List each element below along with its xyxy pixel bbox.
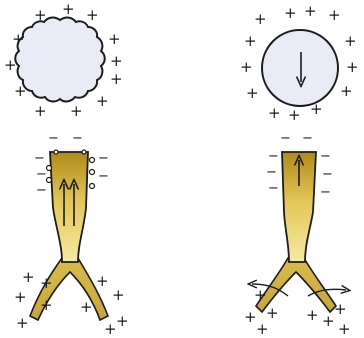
plus-sign: + bbox=[108, 30, 121, 48]
minus-sign: − bbox=[302, 131, 313, 146]
plus-sign: + bbox=[310, 100, 323, 118]
bottom-left-structure: − − − − − − − + + + + + + + + + + bbox=[14, 131, 129, 338]
minus-sign: − bbox=[48, 131, 59, 146]
plus-sign: + bbox=[244, 308, 257, 326]
plus-sign: + bbox=[254, 286, 267, 304]
plus-sign: + bbox=[244, 32, 257, 50]
minus-sign: − bbox=[34, 151, 45, 166]
minus-sign: − bbox=[268, 149, 279, 164]
round-cell-body bbox=[262, 30, 338, 106]
plus-sign: + bbox=[112, 286, 125, 304]
plus-sign: + bbox=[288, 106, 301, 124]
top-right-cell: + + + + + + + + + + + + + bbox=[240, 2, 359, 124]
plus-sign: + bbox=[246, 84, 259, 102]
plus-sign: + bbox=[4, 56, 17, 74]
minus-sign: − bbox=[72, 131, 83, 146]
minus-sign: − bbox=[322, 167, 333, 182]
minus-sign: − bbox=[98, 169, 109, 184]
plus-sign: + bbox=[322, 312, 335, 330]
plus-sign: + bbox=[328, 6, 341, 24]
minus-sign: − bbox=[266, 165, 277, 180]
minus-sign: − bbox=[36, 167, 47, 182]
plus-sign: + bbox=[40, 274, 53, 292]
plus-sign: + bbox=[346, 58, 359, 76]
plus-sign: + bbox=[340, 82, 353, 100]
plus-sign: + bbox=[16, 314, 29, 332]
plus-sign: + bbox=[14, 82, 27, 100]
top-left-cell: + + + + + + + + + + + + bbox=[4, 0, 123, 120]
plus-sign: + bbox=[344, 32, 357, 50]
plus-sign: + bbox=[34, 6, 47, 24]
plus-sign: + bbox=[284, 4, 297, 22]
plus-sign: + bbox=[104, 320, 117, 338]
plus-sign: + bbox=[304, 2, 317, 20]
plus-sign: + bbox=[40, 296, 53, 314]
plus-sign: + bbox=[110, 70, 123, 88]
plus-sign: + bbox=[12, 30, 25, 48]
minus-sign: − bbox=[98, 151, 109, 166]
plus-sign: + bbox=[338, 320, 351, 338]
minus-sign: − bbox=[36, 183, 47, 198]
plus-sign: + bbox=[34, 102, 47, 120]
scalloped-cell-body bbox=[15, 18, 105, 102]
plus-sign: + bbox=[14, 288, 27, 306]
plus-sign: + bbox=[268, 104, 281, 122]
plus-sign: + bbox=[70, 102, 83, 120]
minus-sign: − bbox=[320, 185, 331, 200]
plus-sign: + bbox=[96, 272, 109, 290]
plus-sign: + bbox=[22, 268, 35, 286]
plus-sign: + bbox=[334, 300, 347, 318]
plus-sign: + bbox=[86, 6, 99, 24]
plus-sign: + bbox=[62, 0, 75, 18]
plus-sign: + bbox=[256, 320, 269, 338]
plus-sign: + bbox=[116, 312, 129, 330]
plus-sign: + bbox=[254, 10, 267, 28]
minus-sign: − bbox=[268, 181, 279, 196]
minus-sign: − bbox=[320, 149, 331, 164]
stem-body bbox=[50, 152, 88, 262]
plus-sign: + bbox=[110, 52, 123, 70]
plus-sign: + bbox=[306, 306, 319, 324]
plus-sign: + bbox=[96, 92, 109, 110]
bottom-right-structure: − − − − − − − − + + + + + + + + bbox=[244, 131, 351, 338]
minus-sign: − bbox=[280, 131, 291, 146]
plus-sign: + bbox=[240, 58, 253, 76]
plus-sign: + bbox=[80, 298, 93, 316]
